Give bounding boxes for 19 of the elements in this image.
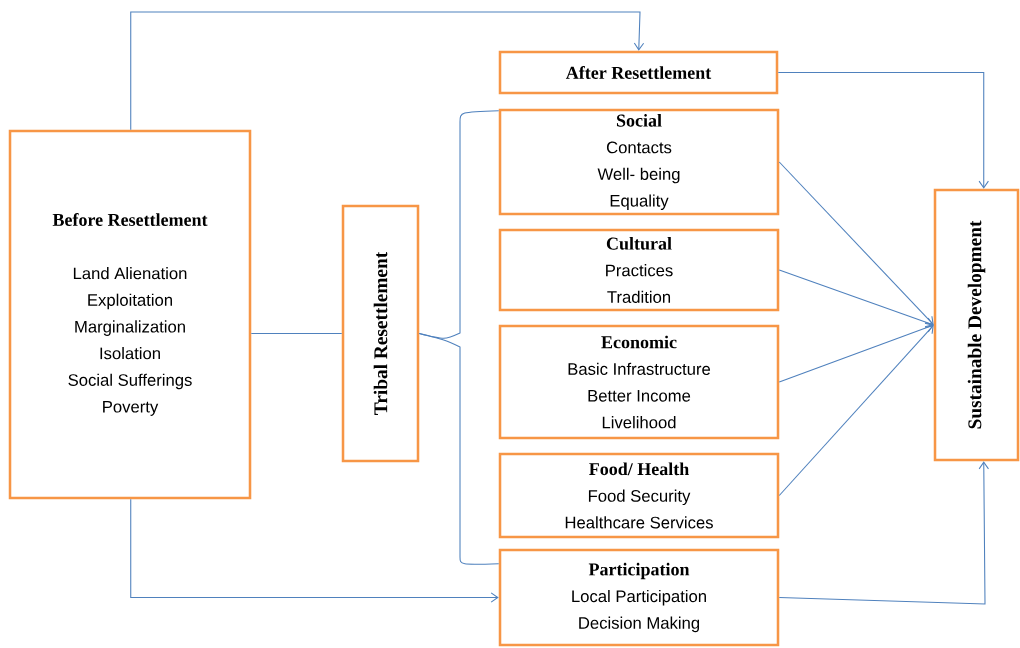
process-box: Sustainable Development [933,188,1020,462]
process-box: Participation Local Participation Decision Making [498,548,780,647]
arrow [778,322,934,383]
process-box: Before Resettlement Land Alienation Exploitation Marginalization Isolation Social Sufferings Poverty [8,129,252,500]
process-box: Tribal Resettlement [341,204,420,463]
arrow [778,269,934,328]
arrow [130,498,499,603]
arrow [778,325,934,497]
connector-line [250,332,343,335]
process-box: Cultural Practices Tradition [498,228,780,312]
brace-connector [418,332,500,565]
process-box: Social Contacts Well- being Equality [498,108,780,216]
arrow [778,461,989,605]
process-box: After Resettlement [498,50,779,95]
process-box: Economic Basic Infrastructure Better Income Livelihood [498,324,780,440]
arrow [777,71,989,189]
arrow [778,161,934,325]
process-box: Food/ Health Food Security Healthcare Services [498,452,780,539]
arrow [130,11,645,131]
